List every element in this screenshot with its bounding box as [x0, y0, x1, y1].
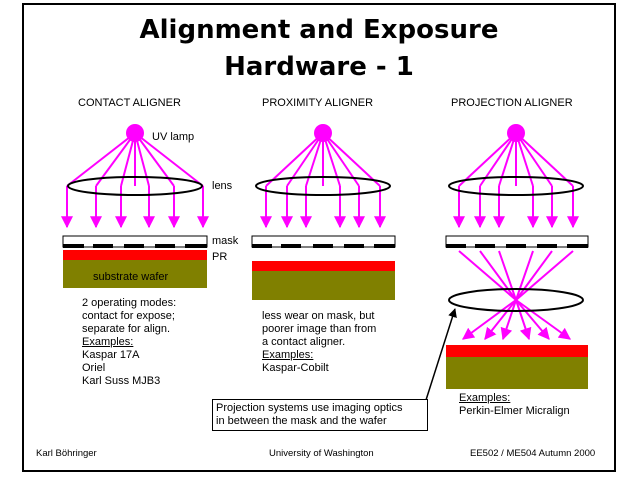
photoresist-layer	[446, 345, 588, 357]
lens-shape	[255, 176, 391, 196]
substrate-wafer	[252, 271, 395, 300]
contact-examples-label: Examples:	[82, 336, 134, 348]
contact-note-line3: separate for align.	[82, 323, 171, 335]
lens-shape	[67, 176, 203, 196]
projection-aligner-notes: Examples: Perkin-Elmer Micralign	[459, 392, 570, 418]
lens-shape	[448, 176, 584, 196]
projection-examples-label: Examples:	[459, 392, 511, 404]
proximity-note-line2: poorer image than from	[262, 323, 377, 335]
substrate-wafer	[63, 260, 207, 288]
photoresist-layer	[252, 261, 395, 271]
proximity-examples-label: Examples:	[262, 349, 314, 361]
substrate-wafer-label: substrate wafer	[93, 271, 169, 283]
contact-example-2: Oriel	[82, 362, 106, 374]
projection-example-1: Perkin-Elmer Micralign	[459, 405, 570, 417]
contact-note-line2: contact for expose;	[82, 310, 175, 322]
imaging-lens-shape	[448, 288, 584, 312]
footer-course: EE502 / ME504 Autumn 2000	[470, 448, 596, 459]
projection-aligner-diagram	[445, 124, 589, 389]
contact-aligner-notes: 2 operating modes: contact for expose; s…	[82, 297, 176, 388]
contact-aligner-diagram	[61, 124, 209, 288]
lens-label: lens	[212, 180, 233, 192]
callout-line2: in between the mask and the wafer	[216, 415, 387, 427]
slide-title-line1: Alignment and Exposure	[139, 15, 499, 45]
contact-note-line1: 2 operating modes:	[82, 297, 177, 309]
slide-title-line2: Hardware - 1	[224, 52, 414, 82]
proximity-note-line3: a contact aligner.	[262, 336, 346, 348]
uv-lamp-label: UV lamp	[152, 131, 195, 143]
substrate-wafer	[446, 357, 588, 389]
contact-aligner-heading: CONTACT ALIGNER	[78, 97, 181, 109]
projection-callout-box: Projection systems use imaging optics in…	[212, 399, 428, 431]
proximity-aligner-notes: less wear on mask, but poorer image than…	[262, 310, 376, 375]
contact-example-1: Kaspar 17A	[82, 349, 140, 361]
callout-arrow	[425, 308, 457, 401]
proximity-note-line1: less wear on mask, but	[262, 310, 375, 322]
pr-label: PR	[212, 251, 228, 263]
mask-label: mask	[212, 235, 239, 247]
projection-aligner-heading: PROJECTION ALIGNER	[451, 97, 573, 109]
proximity-aligner-diagram	[251, 124, 396, 300]
slide-frame	[22, 3, 616, 472]
callout-line1: Projection systems use imaging optics	[216, 402, 403, 414]
footer-institution: University of Washington	[269, 448, 374, 459]
proximity-aligner-heading: PROXIMITY ALIGNER	[262, 97, 374, 109]
contact-example-3: Karl Suss MJB3	[82, 375, 161, 387]
proximity-example-1: Kaspar-Cobilt	[262, 362, 329, 374]
footer-author: Karl Böhringer	[36, 448, 97, 459]
photoresist-layer	[63, 250, 207, 260]
